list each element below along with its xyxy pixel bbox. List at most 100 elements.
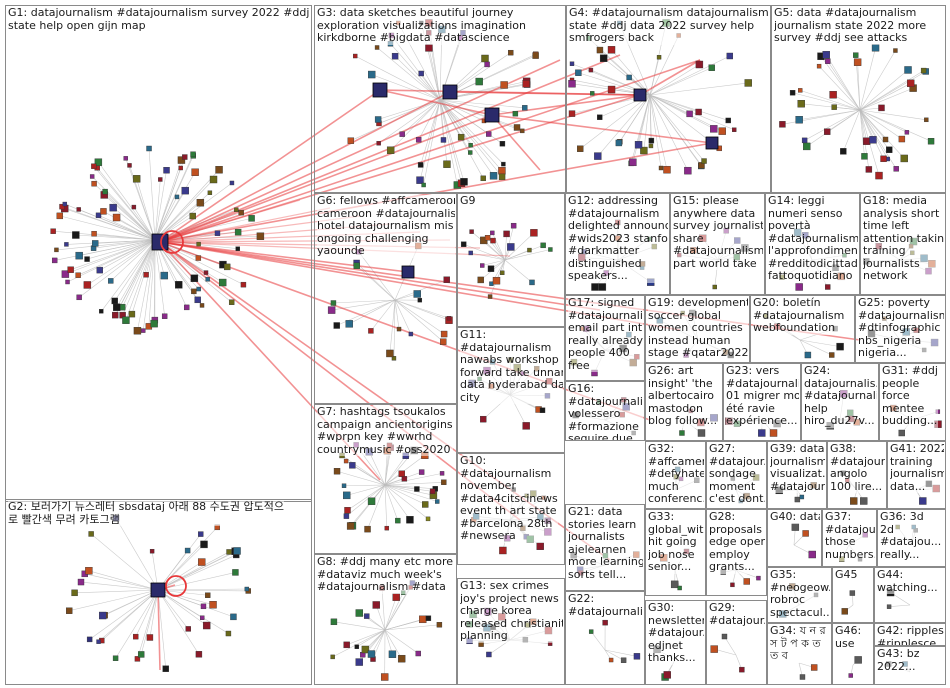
intra-edge bbox=[384, 484, 426, 505]
node-avatar bbox=[66, 607, 73, 614]
node-avatar bbox=[343, 641, 350, 649]
intra-edge bbox=[157, 589, 249, 592]
group-box-g27 bbox=[706, 441, 767, 509]
intra-edge bbox=[115, 589, 159, 659]
node-avatar bbox=[548, 247, 553, 252]
intra-edge bbox=[371, 74, 441, 101]
node-avatar bbox=[695, 108, 702, 116]
node-avatar bbox=[475, 77, 483, 86]
intra-edge bbox=[98, 162, 156, 241]
intra-edge bbox=[381, 587, 386, 631]
group-label-g45: G45 bbox=[835, 569, 858, 582]
node-avatar bbox=[367, 497, 376, 505]
node-avatar bbox=[522, 80, 530, 88]
bridge-edge bbox=[159, 199, 301, 243]
node-avatar bbox=[927, 138, 935, 145]
node-avatar bbox=[679, 430, 685, 436]
bridge-edge bbox=[159, 94, 641, 243]
intra-edge bbox=[378, 99, 441, 144]
node-avatar bbox=[880, 155, 887, 163]
intra-edge bbox=[336, 470, 386, 486]
node-avatar bbox=[861, 153, 868, 160]
node-avatar bbox=[443, 276, 450, 283]
node-avatar bbox=[620, 657, 627, 663]
node-avatar bbox=[86, 636, 93, 643]
intra-edge bbox=[375, 604, 386, 631]
node-avatar bbox=[501, 161, 506, 167]
node-avatar bbox=[418, 70, 424, 77]
node-avatar bbox=[480, 263, 485, 268]
node-avatar bbox=[492, 276, 501, 285]
hub-g2 bbox=[150, 582, 166, 598]
group-label-g17: G17: signed #datajournali... email part … bbox=[568, 297, 643, 372]
intra-edge bbox=[332, 629, 386, 658]
node-avatar bbox=[374, 116, 382, 123]
node-avatar bbox=[588, 67, 594, 73]
node-avatar bbox=[146, 145, 152, 152]
node-avatar bbox=[500, 81, 508, 89]
intra-edge bbox=[148, 239, 156, 327]
node-avatar bbox=[112, 213, 121, 222]
intra-edge bbox=[78, 209, 156, 241]
intra-edge bbox=[78, 239, 156, 276]
node-avatar bbox=[460, 178, 468, 186]
intra-edge bbox=[649, 94, 668, 170]
node-avatar bbox=[825, 284, 831, 290]
group-label-g24: G24: datajournalis... #datajournali... h… bbox=[804, 365, 877, 428]
bridge-edge bbox=[159, 59, 561, 243]
node-avatar bbox=[84, 256, 90, 262]
bridge-edge bbox=[639, 59, 701, 96]
intra-edge bbox=[154, 179, 214, 241]
node-avatar bbox=[229, 180, 235, 186]
intra-edge bbox=[157, 572, 236, 591]
intra-edge bbox=[649, 64, 700, 96]
self-loop bbox=[160, 230, 184, 254]
node-avatar bbox=[730, 582, 735, 588]
intra-edge bbox=[597, 94, 651, 157]
intra-edge bbox=[859, 70, 924, 111]
node-avatar bbox=[503, 230, 510, 238]
group-label-g16: G16: #datajournali... volessero #formazi… bbox=[568, 383, 643, 440]
node-avatar bbox=[205, 277, 210, 282]
node-avatar bbox=[223, 263, 231, 271]
node-avatar bbox=[200, 615, 205, 620]
node-avatar bbox=[91, 240, 99, 247]
node-avatar bbox=[205, 592, 211, 598]
group-box-g35 bbox=[767, 567, 832, 623]
group-box-g18 bbox=[860, 193, 946, 295]
node-avatar bbox=[76, 207, 81, 212]
node-avatar bbox=[198, 531, 204, 537]
intra-edge bbox=[154, 170, 167, 241]
intra-edge bbox=[352, 465, 386, 486]
node-avatar bbox=[640, 146, 648, 155]
node-avatar bbox=[349, 462, 356, 469]
group-label-g30: G30: newsletter #datajour... edjnet than… bbox=[648, 602, 704, 665]
group-label-g33: G33: global_wit... hit going job nose se… bbox=[648, 511, 704, 574]
node-avatar bbox=[333, 468, 341, 475]
intra-edge bbox=[859, 109, 905, 159]
node-avatar bbox=[234, 228, 242, 236]
node-avatar bbox=[196, 198, 205, 207]
intra-edge bbox=[724, 636, 737, 656]
group-box-g26 bbox=[645, 363, 723, 441]
intra-edge bbox=[439, 99, 458, 186]
bridge-edge bbox=[491, 114, 541, 171]
group-box-g25 bbox=[855, 295, 946, 363]
node-avatar bbox=[710, 645, 718, 653]
group-label-g29: G29: #datajour... bbox=[709, 602, 765, 627]
node-avatar bbox=[330, 654, 335, 660]
node-avatar bbox=[522, 422, 530, 430]
intra-edge bbox=[649, 94, 689, 171]
group-box-g41 bbox=[887, 441, 946, 509]
intra-edge bbox=[154, 154, 194, 241]
node-avatar bbox=[708, 64, 715, 71]
node-avatar bbox=[392, 593, 400, 601]
group-box-g38 bbox=[827, 441, 887, 509]
intra-edge bbox=[504, 232, 535, 261]
node-avatar bbox=[408, 331, 414, 337]
node-avatar bbox=[233, 547, 241, 555]
group-label-g39: G39: data journalism visualizat... #data… bbox=[770, 443, 825, 493]
group-box-g21 bbox=[565, 504, 645, 591]
intra-edge bbox=[154, 239, 165, 317]
node-avatar bbox=[756, 575, 761, 581]
